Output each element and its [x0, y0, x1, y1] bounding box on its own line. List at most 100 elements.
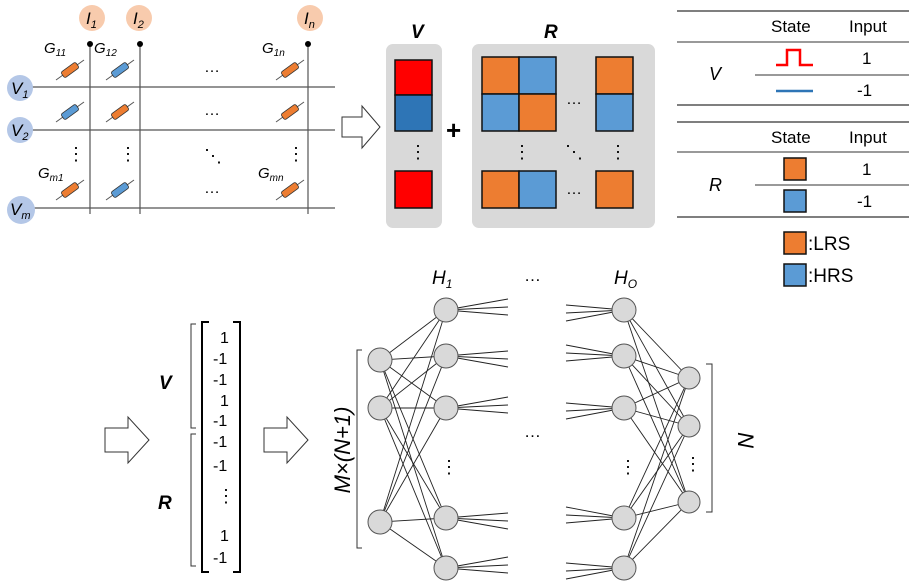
encoding-legend-table: State Input V 1 -1 State Input R 1 -1 :L…	[677, 10, 909, 287]
matrix-encoding: V R ⋮ + … … ⋮ ⋮ ⋱	[386, 22, 655, 228]
arrow-to-network	[263, 415, 309, 465]
table-row-label-v: V	[709, 64, 723, 84]
vector-vdots: ⋮	[217, 486, 235, 506]
conductance-label-gm1: Gm1	[38, 165, 64, 184]
table-header-input-2: Input	[849, 128, 887, 147]
r-cell-lrs	[481, 56, 520, 95]
neural-network: H1 HO … … ⋮ ⋮ ⋮ M×(N+1) N	[330, 266, 758, 581]
connection-input-hidden1	[379, 309, 447, 361]
table-r-input-1: 1	[862, 160, 871, 179]
connection-input-hidden1	[379, 407, 447, 523]
r-matrix-ellipsis-bottom: …	[566, 181, 582, 198]
arrow-to-vector	[104, 415, 150, 465]
vector-left-bracket	[201, 321, 209, 573]
output-size-label: N	[733, 432, 758, 448]
legend-hrs-label: :HRS	[808, 266, 853, 287]
crossbar-array: I1 I2 In V1 V2 Vm G11 G12 G1n Gm1 Gmn … …	[7, 5, 335, 224]
connection-input-hidden1	[379, 359, 447, 409]
hidden-layer-1-neuron	[433, 395, 459, 421]
memristor-g11	[55, 59, 85, 81]
r-cell-lrs	[481, 170, 520, 209]
vector-v-label: V	[159, 373, 173, 394]
connection-hiddeno-output	[623, 407, 690, 503]
connection-input-hidden1	[379, 309, 447, 409]
vector-element: -1	[213, 351, 227, 368]
hrs-state-icon	[783, 189, 807, 213]
crossbar-vdots-col1: ⋮	[67, 144, 85, 164]
voltage-label-1: V1	[11, 79, 28, 101]
r-brace	[190, 433, 196, 567]
memristor-gm2	[105, 179, 135, 201]
hidden-layer-o-neuron	[611, 505, 637, 531]
network-neurons	[367, 297, 701, 581]
current-label-n: In	[304, 9, 315, 31]
voltage-bubble-1	[7, 75, 33, 101]
table-header-input: Input	[849, 17, 887, 36]
column-terminal-2	[137, 41, 143, 47]
connection-hiddeno-output	[623, 355, 690, 427]
connection-hiddeno-output	[623, 355, 690, 503]
hidden-layer-1-neuron	[433, 343, 459, 369]
current-bubble-1	[79, 5, 105, 31]
v-cell-on-m	[394, 170, 433, 209]
crossbar-vdots-col2: ⋮	[119, 144, 137, 164]
r-matrix-title: R	[544, 22, 558, 43]
input-size-label: M×(N+1)	[330, 407, 355, 494]
input-neuron	[367, 347, 393, 373]
input-layer-brace	[356, 349, 362, 549]
hidden-layers-ellipsis-middle: …	[524, 422, 541, 441]
connection-hiddeno-output	[623, 309, 690, 379]
legend-lrs-label: :LRS	[808, 234, 850, 255]
output-neuron	[677, 414, 701, 438]
hidden-layer-o-vdots: ⋮	[619, 457, 637, 477]
connection-input-hidden1	[379, 407, 447, 569]
r-matrix-vdots-right: ⋮	[609, 142, 627, 162]
voltage-bubble-m	[7, 196, 35, 224]
current-label-1: I1	[86, 9, 97, 31]
conductance-label-gmn: Gmn	[258, 165, 284, 184]
r-cell-lrs	[518, 93, 557, 132]
conductance-label-g1n: G1n	[262, 40, 285, 59]
output-neuron	[677, 366, 701, 390]
connection-input-hidden1	[379, 521, 447, 569]
hidden-layer-1-neuron	[433, 297, 459, 323]
memristor-g21	[55, 101, 85, 123]
vector-element: -1	[213, 413, 227, 430]
hidden-layer-1-label: H1	[432, 268, 452, 291]
r-cell-hrs	[518, 56, 557, 95]
crossbar-ellipsis-rowm: …	[204, 180, 220, 197]
current-label-2: I2	[133, 9, 144, 31]
connection-hiddeno-output	[623, 309, 690, 503]
connection-input-hidden1	[379, 359, 447, 569]
r-cell-hrs	[518, 170, 557, 209]
crossbar-ellipsis-row1: …	[204, 59, 220, 76]
vector-r-label: R	[158, 493, 172, 514]
output-layer-vdots: ⋮	[684, 454, 702, 474]
r-matrix-ddots: ⋱	[565, 142, 583, 162]
output-neuron	[677, 490, 701, 514]
connection-hiddeno-output	[623, 309, 690, 427]
table-header-state: State	[771, 17, 811, 36]
current-bubble-n	[297, 5, 323, 31]
hidden-layers-ellipsis-top: …	[524, 266, 541, 285]
voltage-label-m: Vm	[10, 200, 31, 222]
vector-element: -1	[213, 550, 227, 567]
table-header-state-2: State	[771, 128, 811, 147]
vector-right-bracket	[233, 321, 241, 573]
crossbar-ellipsis-row2: …	[204, 102, 220, 119]
hidden-layer-1-neuron	[433, 505, 459, 531]
memristor-g12	[105, 59, 135, 81]
hidden-layer-o-label: HO	[614, 268, 637, 291]
legend-lrs-swatch	[783, 231, 807, 255]
hidden-layer-1-vdots: ⋮	[440, 457, 458, 477]
connection-hiddeno-output	[623, 377, 690, 519]
hidden-layer-o-neuron	[611, 395, 637, 421]
network-connections	[379, 309, 690, 569]
v-matrix-title: V	[411, 22, 425, 43]
vector-element: 1	[220, 528, 229, 545]
vector-element: -1	[213, 434, 227, 451]
r-cell-hrs	[481, 93, 520, 132]
crossbar-vdots-coln: ⋮	[287, 144, 305, 164]
input-vector: V R 1 -1 -1 1 -1 -1 -1 ⋮ 1 -1	[158, 321, 241, 573]
